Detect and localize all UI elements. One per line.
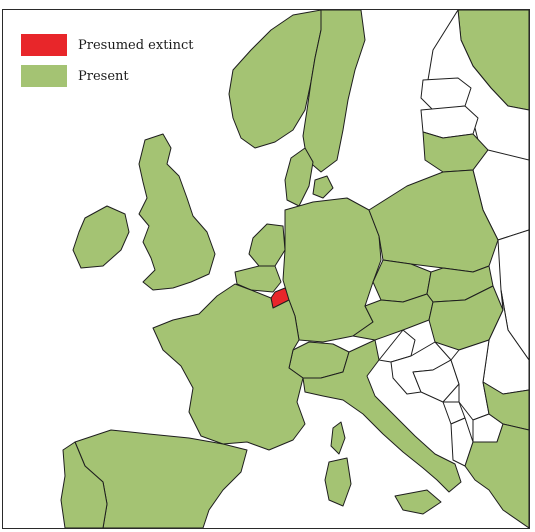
legend-item-present: Present xyxy=(21,65,193,87)
region-germany xyxy=(282,197,382,343)
legend-label-present: Present xyxy=(78,68,129,84)
region-portugal xyxy=(60,441,108,528)
region-sicily xyxy=(394,489,442,515)
region-latvia xyxy=(420,105,479,139)
region-france xyxy=(152,283,306,451)
legend-swatch-presumed-extinct xyxy=(21,34,67,56)
region-bulgaria xyxy=(482,381,529,431)
legend-label-presumed-extinct: Presumed extinct xyxy=(78,37,194,53)
region-denmark-island xyxy=(312,175,334,199)
region-greece xyxy=(464,423,529,528)
map-legend: Presumed extinct Present xyxy=(21,34,193,96)
region-ireland xyxy=(72,205,130,269)
region-great-britain xyxy=(138,133,216,291)
legend-swatch-present xyxy=(21,65,67,87)
region-netherlands xyxy=(248,223,286,267)
region-sardinia xyxy=(324,457,352,507)
region-belgium xyxy=(234,265,282,293)
region-austria xyxy=(352,293,434,341)
legend-item-presumed-extinct: Presumed extinct xyxy=(21,34,193,56)
region-norway xyxy=(228,10,322,149)
region-estonia xyxy=(420,77,472,111)
region-corsica xyxy=(330,421,346,455)
region-sweden xyxy=(302,10,366,173)
region-italy xyxy=(302,339,462,493)
region-denmark xyxy=(284,147,314,207)
map-frame: Presumed extinct Present xyxy=(2,9,530,529)
region-slovenia xyxy=(378,329,416,363)
distribution-map xyxy=(60,10,529,528)
